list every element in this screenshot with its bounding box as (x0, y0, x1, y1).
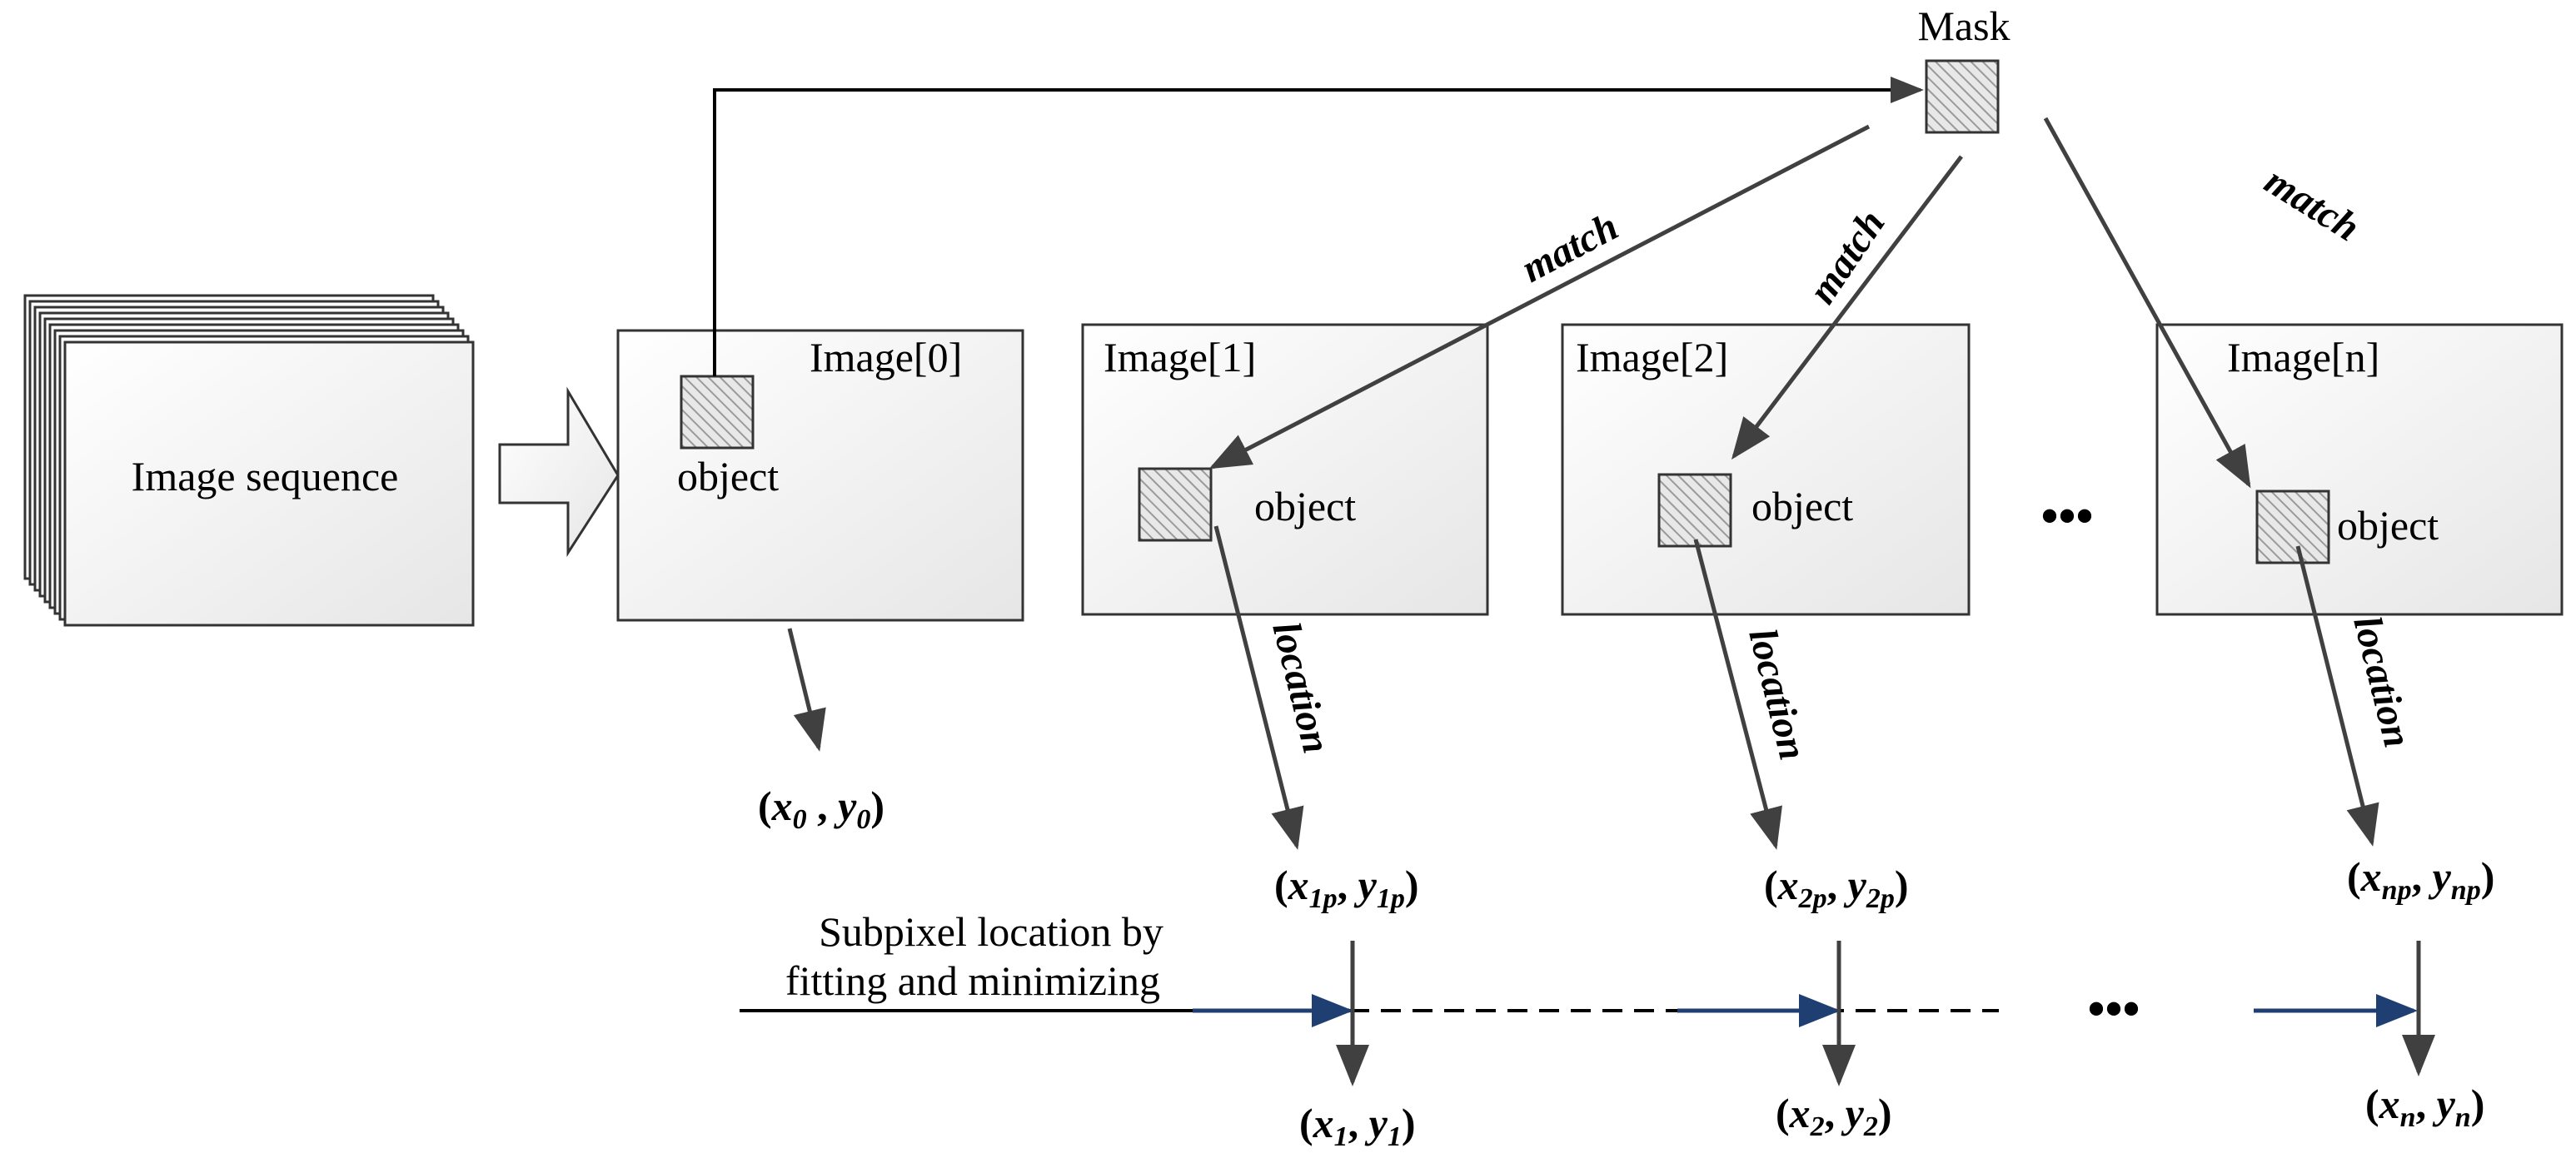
image-sequence-label: Image sequence (132, 453, 399, 499)
image-n-label: Image[n] (2227, 334, 2379, 380)
match-label-1: match (1514, 204, 1625, 291)
match-arrow-2 (1731, 155, 1963, 460)
match-arrow-1 (1208, 124, 1871, 470)
ellipsis-images: ••• (2040, 489, 2093, 544)
object-n-patch (2255, 490, 2330, 564)
subpixel-label-line1: Subpixel location by (819, 908, 1163, 955)
image-n-box: Image[n] object (2155, 323, 2564, 616)
object-0-patch (680, 375, 755, 450)
coord-x1p-y1p: (x1p, y1p) (1274, 862, 1419, 914)
location-arrow-2 (1693, 539, 1782, 850)
object-1-patch (1138, 467, 1213, 542)
image-0-label: Image[0] (810, 334, 962, 380)
location-label-2: location (1740, 624, 1815, 764)
coord-x2-y2: (x2, y2) (1776, 1090, 1892, 1142)
image-1-label: Image[1] (1104, 334, 1256, 380)
mask: Mask (1917, 2, 2010, 134)
ellipsis-timeline: ••• (2087, 982, 2140, 1036)
image-0-box: Image[0] object (616, 329, 1024, 622)
image-sequence-stack: Image sequence (23, 294, 475, 627)
location-arrow-1 (1213, 525, 1304, 850)
object-n-label: object (2337, 502, 2439, 549)
image-2-label: Image[2] (1576, 334, 1728, 380)
image-2-box: Image[2] object (1561, 323, 1971, 616)
location-arrow-0 (787, 628, 826, 752)
mask-patch (1925, 59, 2000, 134)
object-0-label: object (677, 453, 779, 499)
object-to-mask-connector (713, 77, 1924, 376)
mask-label: Mask (1917, 2, 2010, 49)
match-label-2: match (1800, 202, 1894, 311)
subpixel-label-line2: fitting and minimizing (785, 957, 1160, 1004)
coord-x2p-y2p: (x2p, y2p) (1764, 862, 1909, 914)
location-arrow-n (2295, 545, 2379, 847)
image-1-box: Image[1] object (1081, 323, 1489, 616)
block-arrow (498, 386, 620, 558)
coord-xnp-ynp: (xnp, ynp) (2347, 853, 2494, 906)
location-label-1: location (1263, 618, 1338, 758)
match-arrow-n (2043, 117, 2251, 489)
object-1-label: object (1254, 483, 1356, 529)
coord-xn-yn: (xn, yn) (2365, 1081, 2484, 1133)
object-2-label: object (1751, 483, 1853, 529)
object-2-patch (1657, 473, 1732, 548)
location-label-n: location (2344, 612, 2419, 752)
coord-x1-y1: (x1, y1) (1299, 1100, 1416, 1152)
coord-x0-y0: (x0 , y0) (758, 783, 884, 835)
match-label-n: match (2257, 158, 2367, 250)
